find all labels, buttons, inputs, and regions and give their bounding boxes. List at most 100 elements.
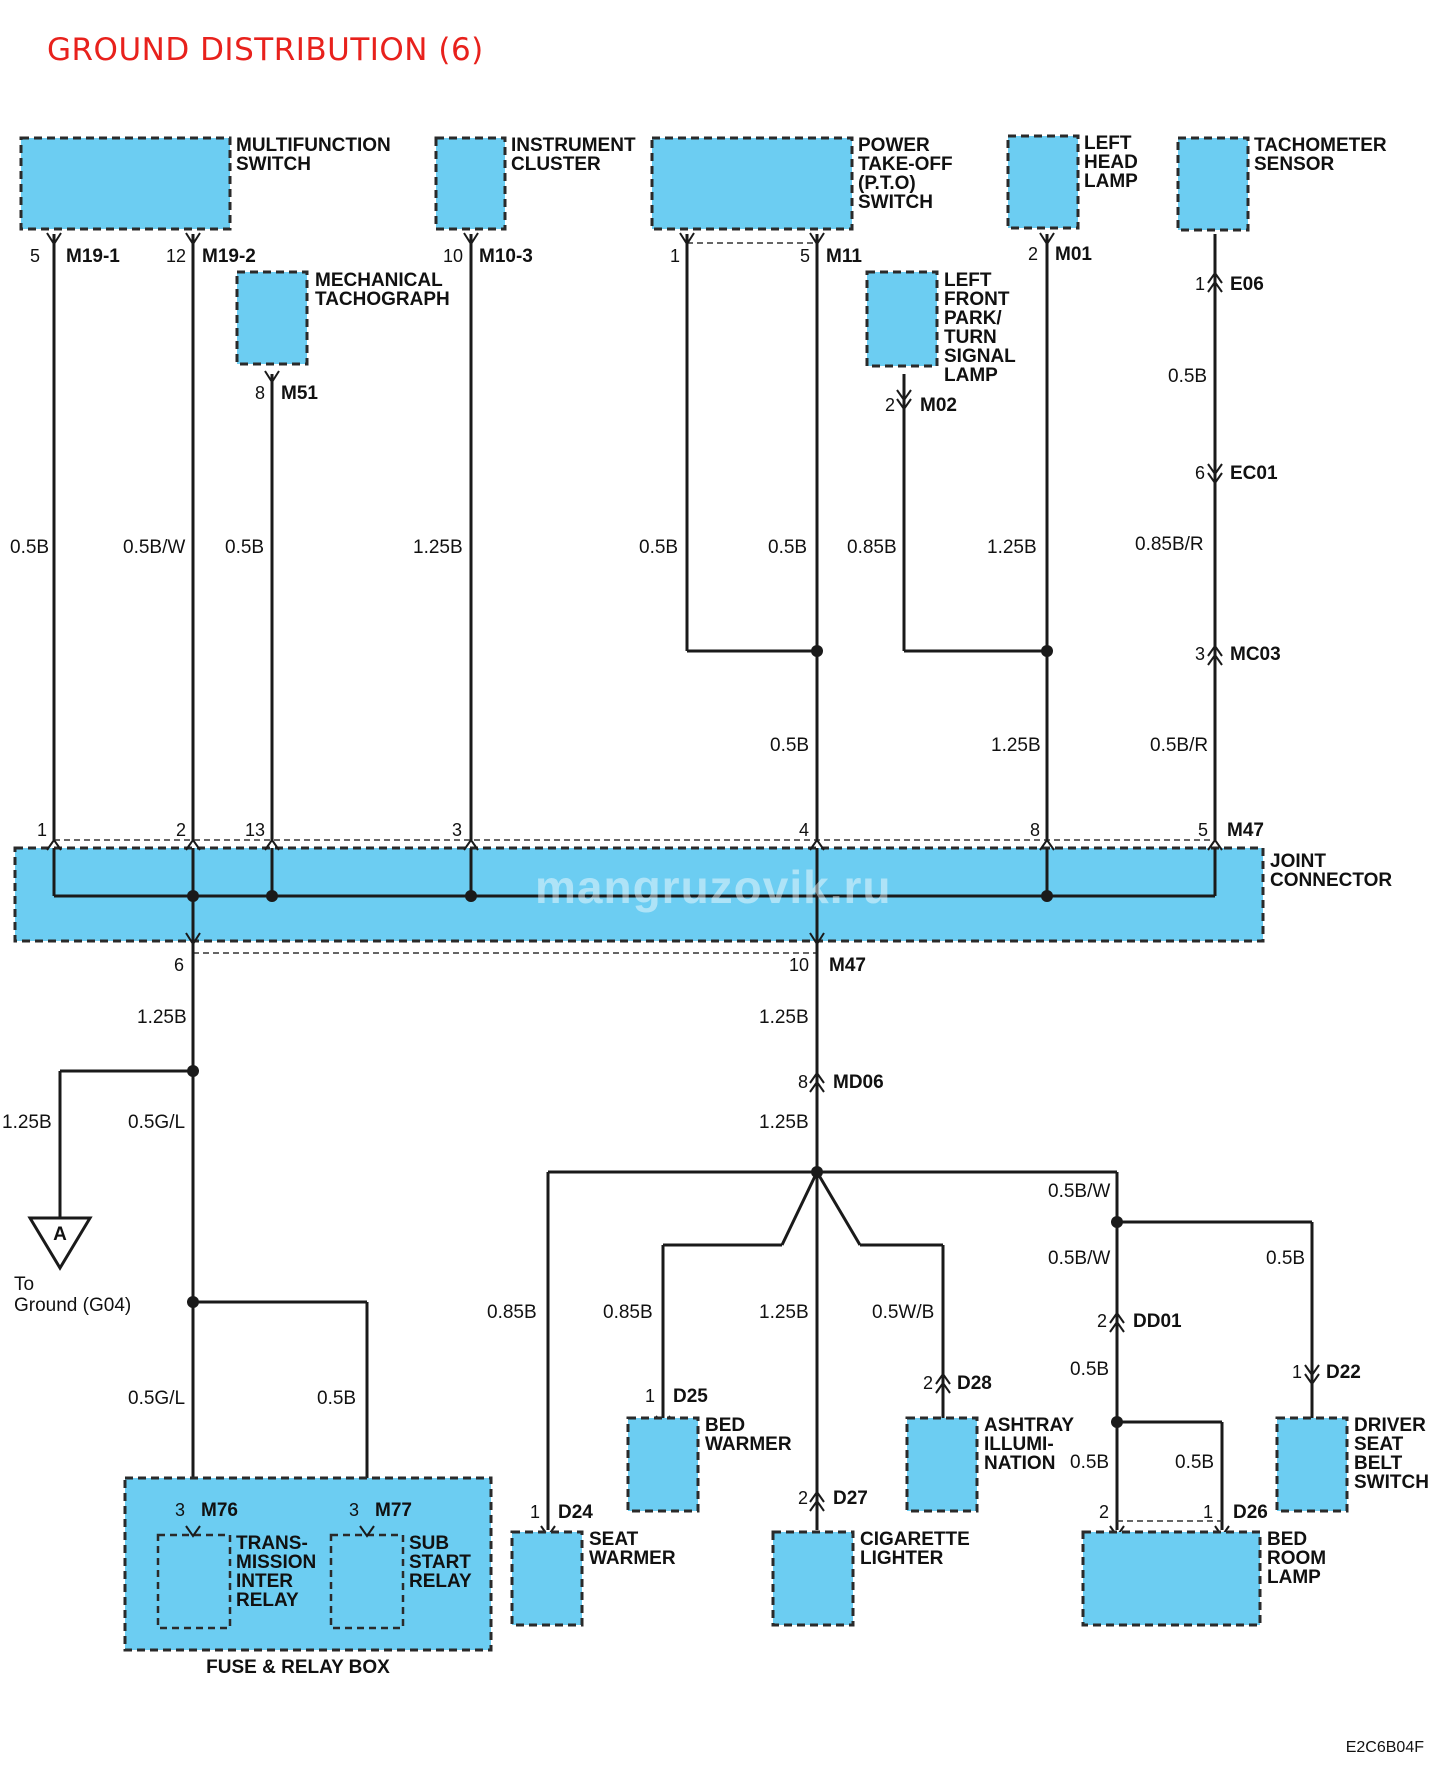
pin-m11-1: 1 [670,246,680,266]
lower-right-wire-labels: 1.25B 1.25B 0.85B 0.85B 1.25B 0.5W/B 0.5… [487,1007,1305,1473]
connector-d25: D25 [673,1386,708,1407]
trans-relay-label-2: MISSION [236,1552,316,1573]
pin-md06: 8 [798,1072,808,1092]
connector-d26: D26 [1233,1502,1268,1523]
wire-label: 0.5B [768,537,807,558]
sub-start-relay-label-2: START [409,1552,471,1573]
left-head-lamp-label-2: HEAD [1084,152,1138,173]
multifunction-switch: MULTIFUNCTION SWITCH [19,135,391,231]
instrument-cluster-label-2: CLUSTER [511,154,601,175]
seat-belt-switch-label-1: DRIVER [1354,1415,1426,1436]
wire-label: 0.5G/L [128,1388,185,1409]
wire-label: 1.25B [991,735,1041,756]
connector-mc03: MC03 [1230,644,1281,665]
pin-jc-6: 6 [174,955,184,975]
pin-ec01: 6 [1195,463,1205,483]
upper-wire-gauge-labels: 0.5B 0.5B/W 0.5B 1.25B 0.5B 0.5B 0.85B 1… [10,366,1208,756]
pin-jc-3: 3 [452,820,462,840]
pin-m02: 2 [885,395,895,415]
pin-jc-4: 4 [799,820,809,840]
wire-label: 0.85B [487,1302,537,1323]
wire-label: 0.5G/L [128,1112,185,1133]
ashtray-label-2: ILLUMI- [984,1434,1054,1455]
wire-label: 1.25B [413,537,463,558]
connector-d28: D28 [957,1373,992,1394]
trans-relay-label-3: INTER [236,1571,293,1592]
wire-label: 0.5B [1070,1359,1109,1380]
connector-m11: M11 [826,246,862,267]
wire-label: 0.5B [639,537,678,558]
connector-m10-3: M10-3 [479,246,533,267]
wire-label: 0.85B [847,537,897,558]
instrument-cluster: INSTRUMENT CLUSTER [434,135,636,231]
wire-label: 0.85B [603,1302,653,1323]
wire-label: 1.25B [987,537,1037,558]
connector-m02: M02 [920,395,957,416]
connector-m47-bottom: M47 [829,955,866,976]
seat-belt-switch-label-3: BELT [1354,1453,1403,1474]
sub-start-relay-label-3: RELAY [409,1571,472,1592]
bed-room-lamp-label-2: ROOM [1267,1548,1326,1569]
pin-m19-2: 12 [166,246,186,266]
pin-m01: 2 [1028,244,1038,264]
trans-relay-label-1: TRANS- [236,1533,308,1554]
pin-e06: 1 [1195,274,1205,294]
pin-dd01: 2 [1097,1311,1107,1331]
pin-m77: 3 [349,1500,359,1520]
pin-d25: 1 [645,1386,655,1406]
joint-connector-label-1: JOINT [1270,851,1326,872]
tachometer-sensor-label-1: TACHOMETER [1254,135,1387,156]
wire-label: 0.5B/W [123,537,185,558]
ground-symbol: A To Ground (G04) [14,1216,131,1316]
watermark: mangruzovik.ru [535,861,892,913]
pin-m51: 8 [255,383,265,403]
bed-room-lamp-label-3: LAMP [1267,1567,1321,1588]
mechanical-tachograph: MECHANICAL TACHOGRAPH [235,270,450,366]
bed-room-lamp: BED ROOM LAMP [1081,1529,1326,1627]
seat-belt-switch-label-4: SWITCH [1354,1472,1429,1493]
pto-switch: POWER TAKE-OFF (P.T.O) SWITCH [650,135,953,231]
ground-text-2: Ground (G04) [14,1295,131,1316]
pin-jc-2: 2 [176,820,186,840]
lower-right-connector-labels: 8 MD06 1 D24 1 D25 2 D27 2 D28 2 DD01 1 … [530,1072,1361,1523]
bed-room-lamp-label-1: BED [1267,1529,1307,1550]
pin-d22: 1 [1292,1362,1302,1382]
pin-mc03: 3 [1195,644,1205,664]
pto-switch-label-2: TAKE-OFF [858,154,953,175]
ashtray-illumination: ASHTRAY ILLUMI- NATION [905,1415,1074,1513]
connector-m19-1: M19-1 [66,246,120,267]
mechanical-tachograph-label-2: TACHOGRAPH [315,289,450,310]
seat-warmer-label-1: SEAT [589,1529,639,1550]
connector-m19-2: M19-2 [202,246,256,267]
figure-code: E2C6B04F [1346,1739,1424,1756]
multifunction-switch-label-1: MULTIFUNCTION [236,135,391,156]
upper-wiring [52,234,1217,840]
fuse-relay-box-label: FUSE & RELAY BOX [206,1657,390,1678]
left-front-lamp-label-5: SIGNAL [944,346,1016,367]
pin-m76: 3 [175,1500,185,1520]
wire-label: 1.25B [759,1007,809,1028]
trans-relay-label-4: RELAY [236,1590,299,1611]
lower-right-wiring [546,944,1314,1530]
wire-label: 1.25B [2,1112,52,1133]
wire-label: 0.5B [1070,1452,1109,1473]
pin-m11-5: 5 [800,246,810,266]
cigarette-lighter-label-2: LIGHTER [860,1548,944,1569]
left-head-lamp-label-1: LEFT [1084,133,1132,154]
pin-jc-1: 1 [37,820,47,840]
left-front-lamp-label-6: LAMP [944,365,998,386]
connector-md06: MD06 [833,1072,884,1093]
ashtray-label-1: ASHTRAY [984,1415,1074,1436]
connector-m01: M01 [1055,244,1092,265]
ground-symbol-label: A [53,1224,67,1245]
pto-switch-label-1: POWER [858,135,930,156]
bed-warmer-label-1: BED [705,1415,745,1436]
pin-d27: 2 [798,1488,808,1508]
wire-label: 0.5B [317,1388,356,1409]
wire-label: 0.5B [1175,1452,1214,1473]
connector-d27: D27 [833,1488,868,1509]
connector-m51: M51 [281,383,318,404]
cigarette-lighter: CIGARETTE LIGHTER [771,1529,970,1627]
pin-m19-1: 5 [30,246,40,266]
